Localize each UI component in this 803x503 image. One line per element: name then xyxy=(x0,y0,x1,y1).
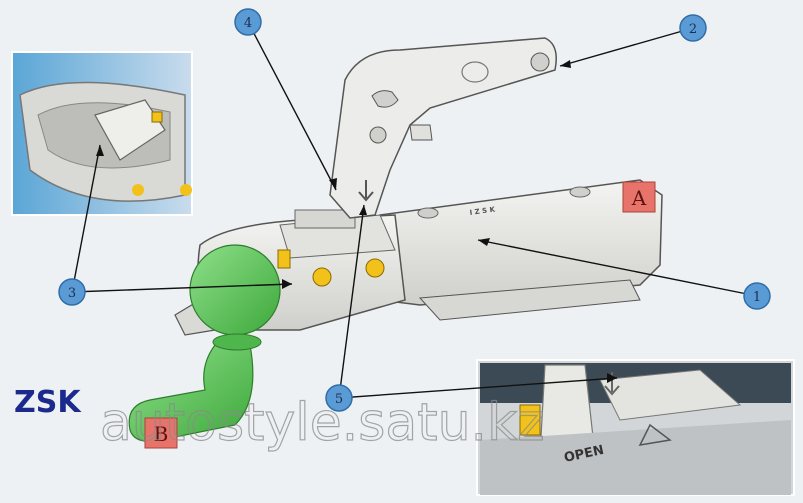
brand-logo-text: ZSK xyxy=(14,385,82,420)
callout-5: 5 xyxy=(325,384,353,412)
tow-ball-green xyxy=(128,244,281,442)
leader-lines xyxy=(71,21,758,399)
callout-1: 1 xyxy=(743,282,771,310)
tag-b: B xyxy=(144,417,178,449)
callout-4: 4 xyxy=(234,8,262,36)
detail-inset-top-left xyxy=(11,51,193,216)
coupling-handle xyxy=(329,37,557,219)
watermark-text: autostyle.satu.kz xyxy=(100,393,545,453)
tag-a-label: A xyxy=(631,186,647,210)
detail-inset-bottom-right: OPEN xyxy=(476,359,795,496)
callout-1-label: 1 xyxy=(753,290,761,305)
tag-a: A xyxy=(622,181,656,213)
callout-3: 3 xyxy=(58,278,86,306)
tag-b-label: B xyxy=(154,422,169,446)
callout-5-label: 5 xyxy=(335,392,343,407)
callout-2: 2 xyxy=(679,14,707,42)
callout-2-label: 2 xyxy=(689,22,697,37)
coupling-body: I Z S K xyxy=(174,179,663,336)
callout-3-label: 3 xyxy=(68,286,76,301)
callout-4-label: 4 xyxy=(244,16,252,31)
svg-text:I Z S K: I Z S K xyxy=(469,205,496,217)
leader-arrowheads xyxy=(96,60,617,383)
